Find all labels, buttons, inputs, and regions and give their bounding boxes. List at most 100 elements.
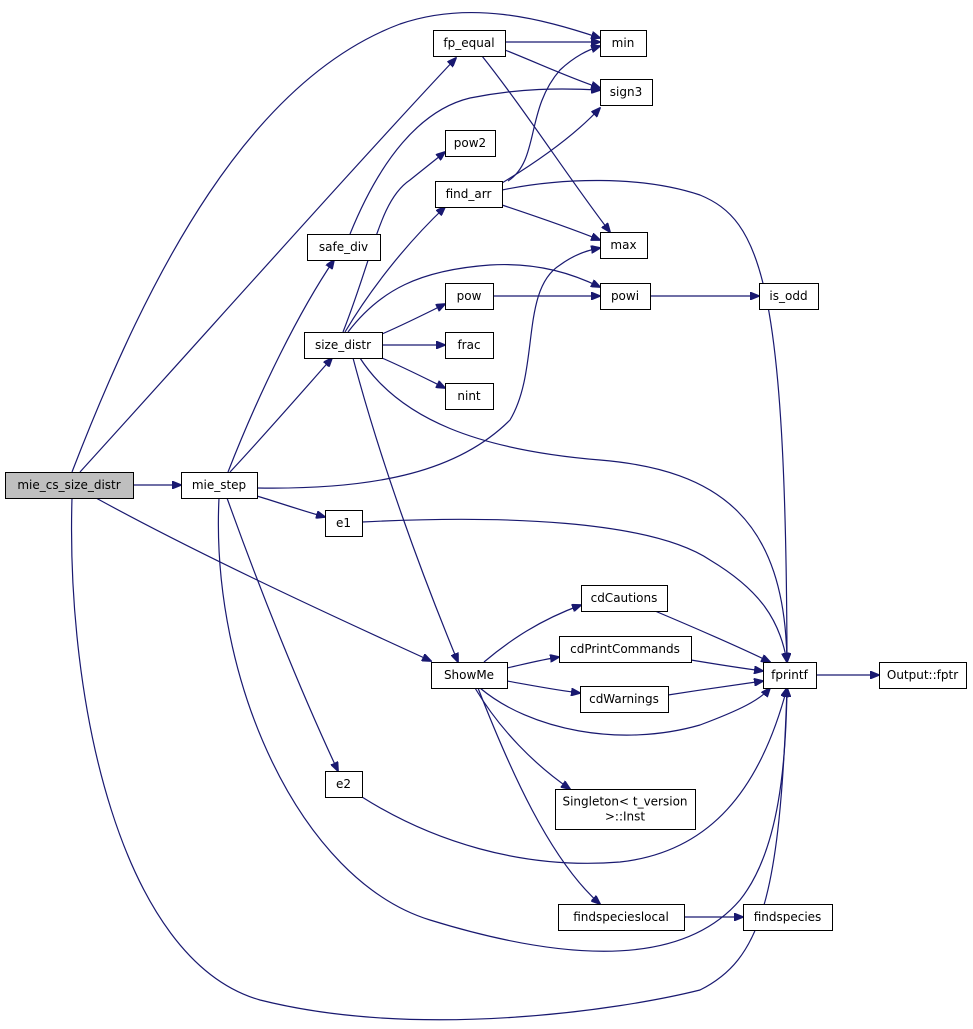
node-box[interactable] xyxy=(559,636,692,663)
edge-path xyxy=(481,55,610,232)
node-find_arr[interactable]: find_arr xyxy=(435,181,503,208)
edge-path xyxy=(506,657,559,669)
node-label: sign3 xyxy=(610,85,642,99)
node-box[interactable] xyxy=(600,79,653,106)
node-mie_cs_size_distr[interactable]: mie_cs_size_distr xyxy=(5,472,134,499)
node-box[interactable] xyxy=(759,283,819,310)
node-box[interactable] xyxy=(433,30,506,57)
node-box[interactable] xyxy=(763,662,817,689)
node-box[interactable] xyxy=(445,130,496,157)
node-ShowMe[interactable]: ShowMe xyxy=(431,662,508,689)
node-mie_step[interactable]: mie_step xyxy=(181,472,258,499)
node-findspecies[interactable]: findspecies xyxy=(743,904,833,931)
edge-e1-to-fprintf xyxy=(361,518,787,662)
node-box[interactable] xyxy=(181,472,258,499)
edge-mie_step-to-safe_div xyxy=(227,260,334,473)
node-label: Output::fptr xyxy=(887,668,958,682)
node-label: e2 xyxy=(336,777,351,791)
node-fprintf[interactable]: fprintf xyxy=(763,662,817,689)
edge-e2-to-fprintf xyxy=(361,688,787,864)
node-cdPrintCommands[interactable]: cdPrintCommands xyxy=(559,636,692,663)
edge-ShowMe-to-Singleton_Inst xyxy=(474,687,570,789)
node-safe_div[interactable]: safe_div xyxy=(307,234,381,261)
node-label: safe_div xyxy=(319,240,368,254)
node-label: size_distr xyxy=(315,338,371,352)
node-label: fprintf xyxy=(771,668,808,682)
edge-path xyxy=(349,89,600,235)
edge-fp_equal-to-max xyxy=(481,55,610,232)
node-label: >::Inst xyxy=(605,810,646,824)
edge-ShowMe-to-cdCautions xyxy=(483,605,581,663)
edge-path xyxy=(352,357,458,662)
node-box[interactable] xyxy=(445,383,494,410)
edge-mie_cs_size_distr-to-min xyxy=(71,11,600,473)
node-findspecieslocal[interactable]: findspecieslocal xyxy=(558,904,685,931)
node-Output_fptr[interactable]: Output::fptr xyxy=(879,662,967,689)
edge-cdPrintCommands-to-fprintf xyxy=(690,659,763,671)
nodes-layer: mie_cs_size_distr mie_step fp_equal min sign… xyxy=(5,30,967,931)
edge-path xyxy=(667,681,763,696)
node-box[interactable] xyxy=(435,181,503,208)
node-box[interactable] xyxy=(325,771,363,798)
edge-path xyxy=(690,659,763,671)
node-box[interactable] xyxy=(304,332,383,359)
node-is_odd[interactable]: is_odd xyxy=(759,283,819,310)
edge-size_distr-to-powi xyxy=(347,263,600,333)
node-box[interactable] xyxy=(581,585,668,612)
edge-size_distr-to-find_arr xyxy=(344,207,445,333)
node-box[interactable] xyxy=(5,472,134,499)
edge-path xyxy=(227,260,334,473)
node-sign3[interactable]: sign3 xyxy=(600,79,653,106)
node-box[interactable] xyxy=(445,283,494,310)
node-box[interactable] xyxy=(600,30,647,57)
node-box[interactable] xyxy=(879,662,967,689)
node-cdWarnings[interactable]: cdWarnings xyxy=(580,686,669,713)
edge-path xyxy=(477,687,600,904)
edge-path xyxy=(359,357,787,662)
edge-fp_equal-to-sign3 xyxy=(504,49,600,88)
edge-ShowMe-to-cdWarnings xyxy=(506,680,580,693)
edge-path xyxy=(71,11,600,473)
edge-size_distr-to-nint xyxy=(381,357,445,388)
node-box[interactable] xyxy=(307,234,381,261)
node-size_distr[interactable]: size_distr xyxy=(304,332,383,359)
node-frac[interactable]: frac xyxy=(445,332,494,359)
node-label: min xyxy=(612,36,635,50)
node-box[interactable] xyxy=(600,232,648,259)
node-max[interactable]: max xyxy=(600,232,648,259)
node-box[interactable] xyxy=(580,686,669,713)
edge-find_arr-to-sign3 xyxy=(501,108,600,184)
node-box[interactable] xyxy=(743,904,833,931)
edge-path xyxy=(506,680,580,693)
node-cdCautions[interactable]: cdCautions xyxy=(581,585,668,612)
node-box[interactable] xyxy=(431,662,508,689)
node-label: max xyxy=(610,238,636,252)
node-powi[interactable]: powi xyxy=(600,283,651,310)
edge-cdCautions-to-fprintf xyxy=(654,610,770,662)
edge-path xyxy=(217,497,787,952)
node-fp_equal[interactable]: fp_equal xyxy=(433,30,506,57)
node-min[interactable]: min xyxy=(600,30,647,57)
node-box[interactable] xyxy=(558,904,685,931)
edge-path xyxy=(501,179,787,662)
edge-path xyxy=(95,497,431,661)
node-e1[interactable]: e1 xyxy=(325,510,363,537)
node-box[interactable] xyxy=(555,789,696,830)
node-nint[interactable]: nint xyxy=(445,383,494,410)
node-label: mie_step xyxy=(192,478,246,492)
edge-ShowMe-to-fprintf xyxy=(479,688,770,736)
node-pow[interactable]: pow xyxy=(445,283,494,310)
node-label: frac xyxy=(457,338,480,352)
node-label: e1 xyxy=(336,516,351,530)
node-box[interactable] xyxy=(445,332,494,359)
node-e2[interactable]: e2 xyxy=(325,771,363,798)
node-label: fp_equal xyxy=(443,36,494,50)
node-box[interactable] xyxy=(600,283,651,310)
node-pow2[interactable]: pow2 xyxy=(445,130,496,157)
node-label: cdWarnings xyxy=(589,692,659,706)
edge-path xyxy=(347,263,600,333)
edge-path xyxy=(381,304,445,335)
node-box[interactable] xyxy=(325,510,363,537)
node-Singleton_Inst[interactable]: Singleton< t_version>::Inst xyxy=(555,789,696,830)
edge-path xyxy=(361,518,787,662)
